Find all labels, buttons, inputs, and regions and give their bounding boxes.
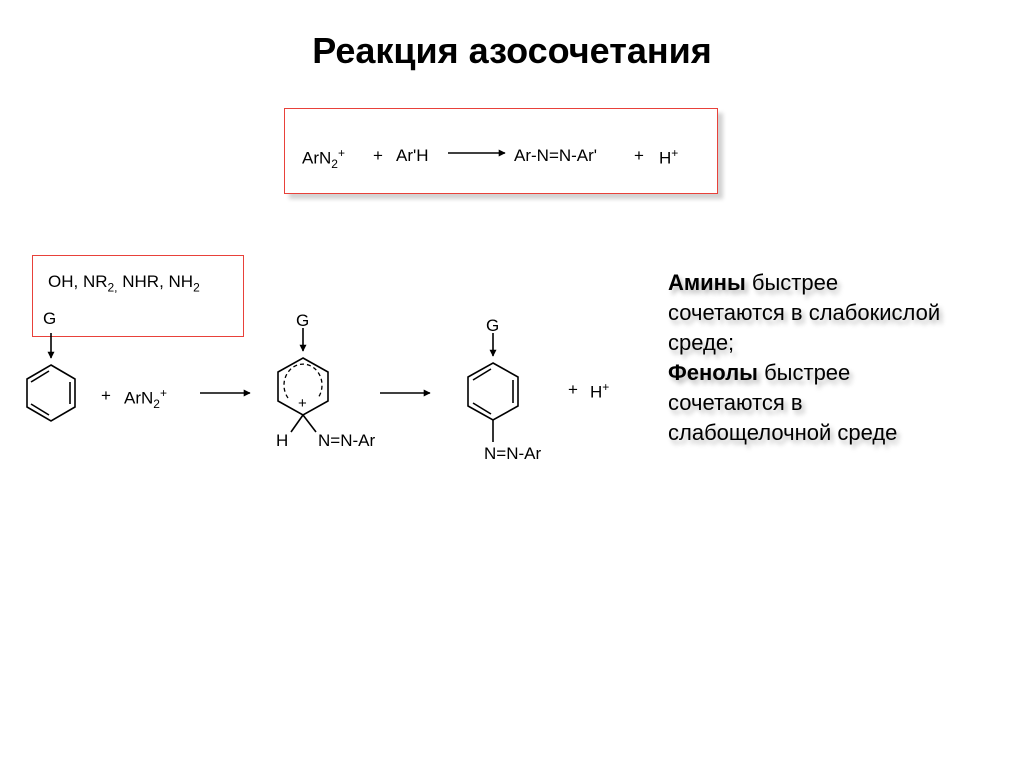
- equation-product: Ar-N=N-Ar': [514, 146, 598, 165]
- coupling-conditions-notes: Амины быстрее сочетаются в слабокислой с…: [668, 268, 940, 448]
- equation-h-sup: +: [671, 146, 679, 160]
- phenols-keyword: Фенолы: [668, 360, 758, 385]
- released-proton-sup: +: [602, 380, 610, 394]
- benzene-ring-product: [467, 333, 519, 442]
- equation-plus-1: +: [373, 146, 383, 165]
- notes-line-6: слабощелочной среде: [668, 420, 898, 445]
- diazonium-reagent: ArN2+: [124, 386, 167, 411]
- released-proton: H+: [590, 380, 609, 403]
- substituent-g-1: G: [43, 309, 57, 328]
- substituents-box: [32, 255, 244, 337]
- scheme-plus-proton: +: [568, 380, 578, 399]
- substituent-g-2: G: [296, 311, 310, 330]
- notes-line-1: Амины быстрее: [668, 268, 940, 298]
- diazonium-arn: ArN: [124, 388, 154, 408]
- azo-group-sigma: N=N-Ar: [318, 431, 376, 450]
- sigma-complex: [277, 328, 329, 433]
- amines-keyword: Амины: [668, 270, 746, 295]
- substituent-nr-sub: 2,: [107, 280, 118, 295]
- substituent-g-3: G: [486, 316, 500, 335]
- slide-title: Реакция азосочетания: [312, 30, 712, 71]
- equation-plus-2: +: [634, 146, 644, 165]
- equation-left: ArN2+: [302, 146, 345, 171]
- azo-group-product: N=N-Ar: [484, 444, 542, 463]
- notes-line-5: сочетаются в: [668, 390, 803, 415]
- released-proton-h: H: [590, 382, 603, 402]
- diazonium-sup: +: [159, 386, 167, 400]
- diazonium-sub: 2: [153, 397, 160, 412]
- equation-arn-sub: 2: [331, 157, 338, 172]
- equation-h: H: [659, 148, 672, 168]
- sigma-complex-charge: +: [298, 395, 307, 412]
- substituent-oh-nr: OH, NR: [48, 272, 108, 291]
- sigma-complex-hydrogen: H: [276, 431, 289, 450]
- substituent-nhr-nh: NHR, NH: [117, 272, 194, 291]
- scheme-plus-reagent: +: [101, 386, 111, 405]
- equation-arn: ArN: [302, 148, 332, 168]
- equation-reagent: Ar'H: [396, 146, 429, 165]
- benzene-ring-reactant: [26, 333, 76, 422]
- notes-line-3: среде;: [668, 330, 735, 355]
- phenols-text: быстрее: [757, 360, 851, 385]
- notes-line-4: Фенолы быстрее: [668, 358, 940, 388]
- substituent-nh-sub: 2: [193, 280, 200, 295]
- substituents-list: OH, NR2, NHR, NH2: [48, 272, 200, 294]
- amines-text: быстрее: [745, 270, 839, 295]
- equation-arn-sup: +: [337, 146, 345, 160]
- equation-proton: H+: [659, 146, 678, 169]
- notes-line-2: сочетаются в слабокислой: [668, 300, 941, 325]
